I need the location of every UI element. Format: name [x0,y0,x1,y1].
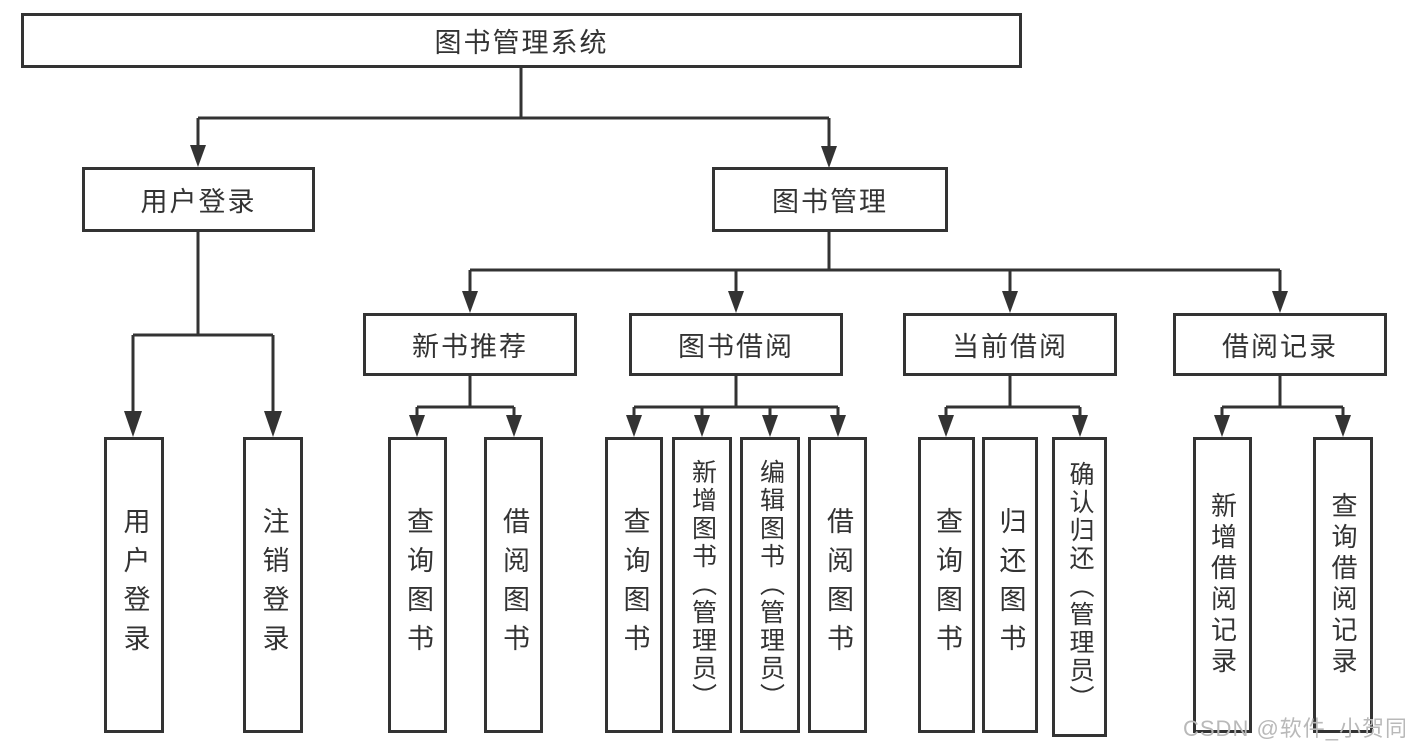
leaf-return-books: 归还图书 [982,437,1038,733]
leaf-user-login: 用户登录 [104,437,164,733]
node-borrowing-records: 借阅记录 [1173,313,1387,376]
leaf-query-borrow-record: 查询借阅记录 [1313,437,1373,733]
leaf-borrow-books-borrowing: 借阅图书 [808,437,867,733]
node-user-login: 用户登录 [82,167,315,232]
node-book-management: 图书管理 [712,167,948,232]
node-new-book-recommendation: 新书推荐 [363,313,577,376]
leaf-query-books-recommend: 查询图书 [388,437,447,733]
leaf-query-books-borrowing: 查询图书 [605,437,663,733]
node-book-borrowing: 图书借阅 [629,313,843,376]
leaf-logout: 注销登录 [243,437,303,733]
leaf-borrow-books-recommend: 借阅图书 [484,437,543,733]
node-library-management-system: 图书管理系统 [21,13,1022,68]
watermark: CSDN @软件_小贺同学 [1183,716,1405,741]
arrowheads [124,145,1351,437]
leaf-edit-books-admin: 编辑图书（管理员） [740,437,800,733]
connector-segments [131,68,1345,416]
leaf-add-books-admin: 新增图书（管理员） [672,437,732,733]
leaf-query-books-current: 查询图书 [918,437,975,733]
leaf-confirm-return-admin: 确认归还（管理员） [1052,437,1107,737]
leaf-add-borrow-record: 新增借阅记录 [1193,437,1252,733]
node-current-borrowing: 当前借阅 [903,313,1117,376]
